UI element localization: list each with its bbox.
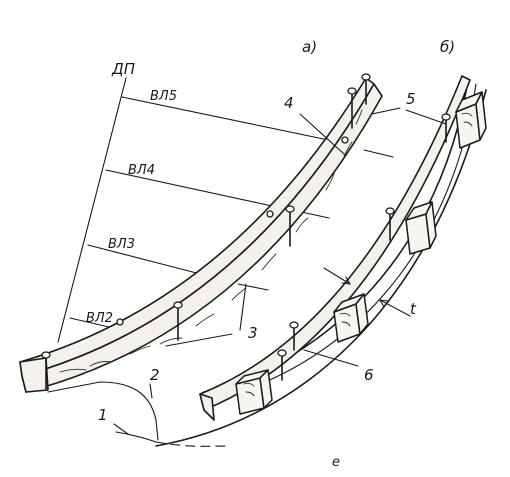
label-vl2: ВЛ2 (86, 311, 113, 326)
reference-grid (57, 77, 394, 343)
label-2: 2 (150, 366, 160, 384)
leaders (113, 107, 447, 435)
label-vl3: ВЛ3 (108, 237, 135, 252)
hull-line-1-dashed (155, 441, 229, 447)
grain (325, 173, 335, 191)
frame-mark (341, 136, 349, 144)
frame-mark (116, 318, 124, 326)
label-5: 5 (406, 90, 416, 108)
leader-3a (165, 333, 233, 347)
label-t: t (410, 300, 417, 318)
grain (159, 337, 183, 345)
grain (343, 141, 353, 157)
label-vl4: ВЛ4 (128, 163, 155, 178)
dim-t-arrowhead-1 (341, 276, 351, 285)
leader-2 (149, 383, 153, 399)
leader-1 (113, 423, 129, 435)
grain (89, 361, 113, 367)
waterline-vl5-ext (363, 149, 394, 158)
leader-3b (239, 283, 247, 331)
ribband-a-front-face (21, 83, 383, 393)
dim-t-arrow-2 (379, 299, 411, 317)
waterline-vl3 (87, 244, 217, 279)
support-block (235, 369, 273, 415)
dim-t-arrowhead-2 (379, 299, 389, 308)
support-block (405, 201, 437, 255)
nail (173, 301, 183, 341)
dim-t-arrow-1 (323, 267, 351, 285)
leader-5a (371, 107, 401, 115)
nail (277, 349, 287, 381)
grain (129, 345, 151, 355)
nail (285, 205, 295, 247)
hull-line-2 (47, 381, 159, 441)
waterline-vl3-ext (237, 283, 269, 291)
label-vl5: ВЛ5 (150, 89, 177, 104)
label-1: 1 (98, 406, 108, 424)
nail (361, 73, 371, 105)
ribband-a (19, 73, 383, 393)
leader-6 (303, 349, 359, 367)
ribband-a-top-face (19, 77, 375, 377)
waterline-vl5 (121, 96, 339, 143)
nail (289, 321, 299, 351)
nail (41, 351, 51, 391)
label-3: 3 (248, 324, 258, 342)
grain (261, 253, 277, 271)
label-4: 4 (284, 94, 294, 112)
grain (195, 313, 215, 327)
label-6: 6 (364, 366, 374, 384)
leader-5b (405, 109, 447, 125)
label-variant-a: а) (302, 38, 317, 56)
nail (441, 113, 451, 143)
ribband-b-top-face (199, 75, 471, 411)
nail (385, 207, 395, 241)
ribband-b (199, 75, 487, 421)
leader-4 (299, 113, 345, 155)
support-block (455, 91, 487, 149)
dp-line (57, 77, 127, 343)
grain (59, 368, 87, 373)
frame-mark (266, 210, 274, 218)
support-block (333, 293, 369, 343)
nail (347, 87, 357, 129)
ribband-a-end-face (19, 357, 49, 393)
outer-hull-curve (155, 89, 487, 447)
label-dp: ДП (111, 60, 135, 78)
grain (295, 217, 309, 233)
label-variant-b: б) (440, 38, 455, 56)
ribband-b-end-face (199, 393, 215, 421)
waterline-vl4 (105, 169, 273, 207)
hull-line-1 (115, 431, 157, 443)
label-mark: е (332, 455, 340, 470)
grain (355, 109, 363, 125)
